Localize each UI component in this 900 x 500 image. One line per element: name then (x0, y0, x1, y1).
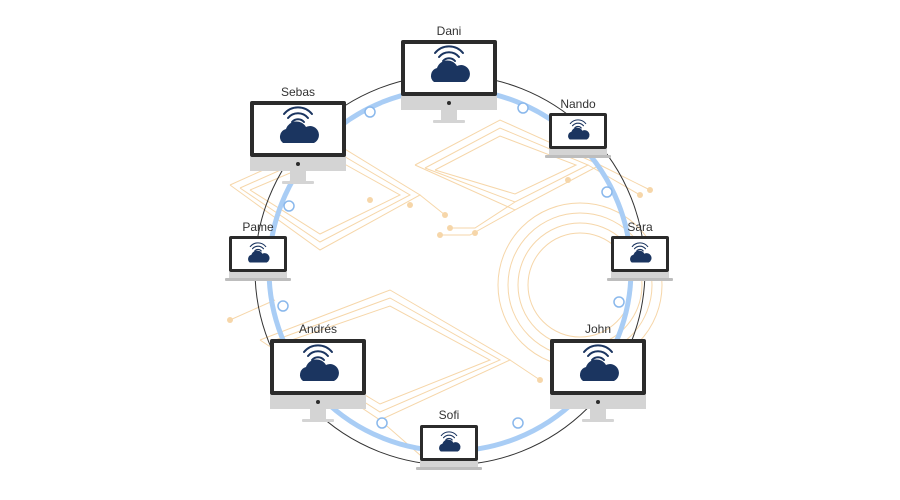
node-label-sofi: Sofi (439, 408, 460, 422)
monitor-dani (401, 40, 497, 123)
monitor-power-dot (596, 400, 600, 404)
monitor-base (582, 419, 614, 422)
monitor-stand (441, 110, 457, 120)
monitor-sara (607, 236, 673, 281)
monitor-power-dot (296, 162, 300, 166)
ring-connector (277, 300, 289, 312)
monitor-john (550, 339, 646, 422)
monitor-stand (310, 409, 326, 419)
ring-connectors (277, 102, 625, 429)
ring-connector (364, 106, 376, 118)
wireless-cloud-icon (439, 431, 461, 452)
wireless-cloud-icon (299, 344, 339, 381)
node-label-sara: Sara (627, 220, 653, 234)
node-label-nando: Nando (560, 97, 596, 111)
node-label-pame: Pame (242, 220, 274, 234)
monitor-chin (229, 272, 287, 280)
monitor-stand (590, 409, 606, 419)
monitor-base (282, 181, 314, 184)
monitor-power-dot (447, 101, 451, 105)
monitor-base (302, 419, 334, 422)
monitor-base (545, 155, 611, 158)
monitor-chin (611, 272, 669, 280)
monitor-pame (225, 236, 291, 281)
monitor-sebas (250, 101, 346, 184)
node-label-john: John (585, 322, 611, 336)
wireless-cloud-icon (568, 119, 590, 140)
monitor-sofi (416, 425, 482, 470)
node-label-andres: Andrés (299, 322, 337, 336)
wireless-cloud-icon (579, 344, 619, 381)
node-label-dani: Dani (437, 24, 462, 38)
monitor-base (607, 278, 673, 281)
node-monitors (225, 40, 673, 470)
monitor-chin (549, 149, 607, 157)
ring-connector (376, 417, 388, 429)
wireless-cloud-icon (430, 45, 470, 82)
ring-connector (517, 102, 529, 114)
ring-connector (512, 417, 524, 429)
wireless-cloud-icon (279, 106, 319, 143)
monitor-andres (270, 339, 366, 422)
monitor-base (433, 120, 465, 123)
wireless-cloud-icon (248, 242, 270, 263)
node-label-sebas: Sebas (281, 85, 315, 99)
wireless-cloud-icon (630, 242, 652, 263)
ring-connector (283, 200, 295, 212)
ring-connector (613, 296, 625, 308)
monitor-base (416, 467, 482, 470)
monitor-nando (545, 113, 611, 158)
monitor-power-dot (316, 400, 320, 404)
node-labels: Dani Nando Sara John Sofi Andrés Pame Se… (242, 24, 653, 422)
monitor-stand (290, 171, 306, 181)
monitor-base (225, 278, 291, 281)
monitor-chin (420, 461, 478, 469)
ring-connector (601, 186, 613, 198)
